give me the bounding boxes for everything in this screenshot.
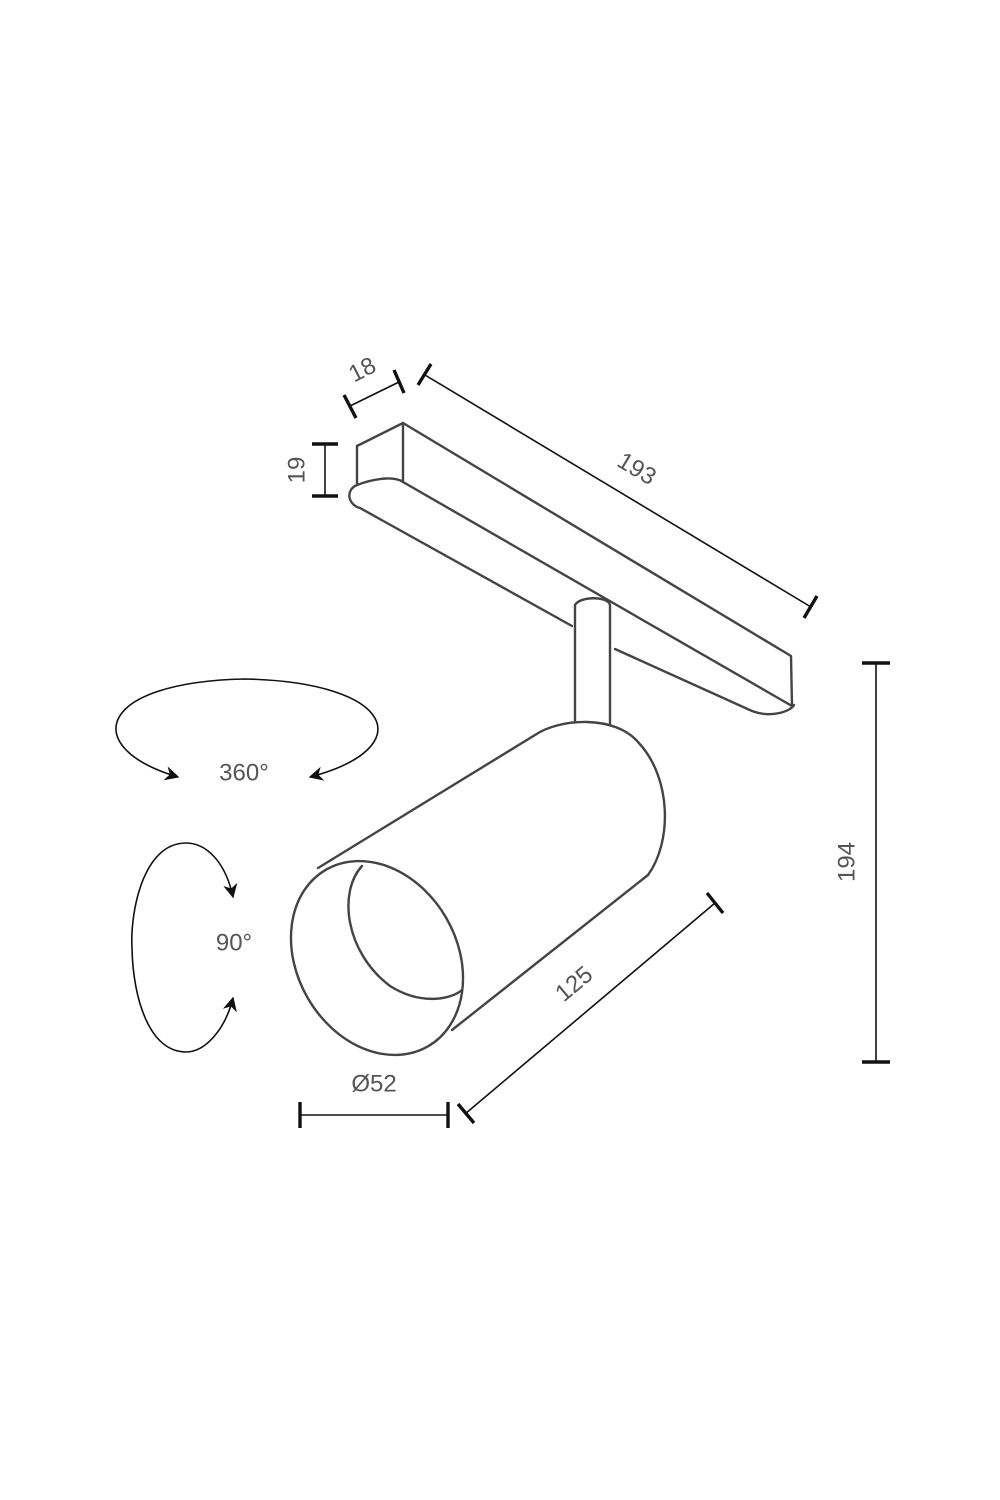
dimension-label: 19 bbox=[283, 457, 310, 484]
dimension-head-diameter: Ø52 bbox=[298, 1070, 450, 1128]
dimension-label: 125 bbox=[550, 961, 598, 1007]
dimension-track-height: 19 bbox=[283, 442, 338, 498]
rotation-360-indicator: 360° bbox=[115, 678, 379, 786]
dimension-label: 194 bbox=[833, 842, 860, 882]
dimension-total-height: 194 bbox=[833, 661, 890, 1064]
track-adapter bbox=[348, 421, 796, 716]
dimension-label: 193 bbox=[612, 447, 660, 491]
dimension-track-width: 18 bbox=[342, 352, 406, 419]
stem bbox=[573, 597, 612, 726]
dimension-head-length: 125 bbox=[456, 891, 725, 1125]
rotation-90-indicator: 90° bbox=[130, 842, 252, 1053]
dimension-track-length: 193 bbox=[416, 363, 819, 619]
rotate-arrow-icon bbox=[115, 678, 379, 781]
rotation-label: 360° bbox=[219, 759, 269, 786]
spotlight-head bbox=[289, 720, 667, 1057]
dimension-label: Ø52 bbox=[351, 1070, 396, 1097]
dimension-label: 18 bbox=[344, 352, 380, 388]
tilt-arrow-icon bbox=[130, 842, 238, 1053]
rotation-label: 90° bbox=[216, 929, 252, 956]
